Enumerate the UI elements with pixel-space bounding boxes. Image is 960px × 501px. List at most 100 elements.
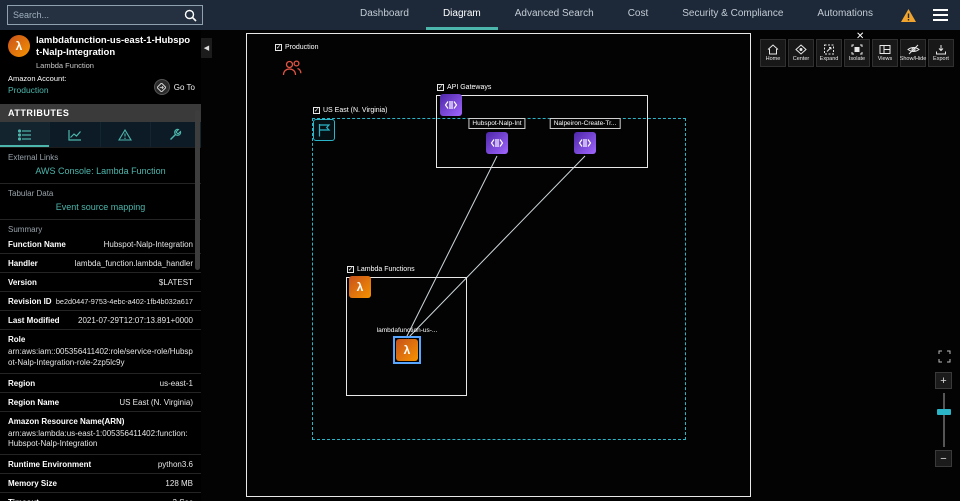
attribute-row: Runtime Environment python3.6 (0, 455, 201, 474)
diagram-canvas[interactable]: ✓ Production ✓ US East (N. Virginia) ✓ A… (201, 30, 960, 501)
api-node-label[interactable]: Hubspot-Nalp-Int (468, 118, 525, 129)
show-hide-button[interactable]: Show/Hide (900, 39, 926, 67)
api-node-nalpeiron-create[interactable] (574, 132, 596, 154)
nav-cost[interactable]: Cost (611, 0, 666, 30)
home-button[interactable]: Home (760, 39, 786, 67)
attributes-header: ATTRIBUTES (0, 104, 201, 122)
go-to-button[interactable]: Go To (154, 79, 195, 95)
show-hide-label: Show/Hide (900, 56, 927, 62)
api-node-label[interactable]: Nalpeiron-Create-Tr... (550, 118, 621, 129)
row-label: Region Name (8, 398, 59, 407)
row-value: 128 MB (165, 479, 193, 488)
lambda-functions-checkbox[interactable]: ✓ (347, 266, 354, 273)
export-button[interactable]: Export (928, 39, 954, 67)
search-input[interactable] (13, 10, 184, 20)
group-label-text[interactable]: Production (285, 44, 318, 51)
attribute-row: Region Name US East (N. Virginia) (0, 393, 201, 412)
search-icon[interactable] (184, 9, 197, 22)
row-value: Hubspot-Nalp-Integration (104, 240, 193, 249)
attribute-row: Handler lambda_function.lambda_handler (0, 254, 201, 273)
isolate-button[interactable]: Isolate (844, 39, 870, 67)
nav-advanced-search[interactable]: Advanced Search (498, 0, 611, 30)
attribute-row: Memory Size 128 MB (0, 474, 201, 493)
tab-tools-wrench[interactable] (151, 122, 201, 147)
sidebar-header: λ lambdafunction-us-east-1-Hubspot-Nalp-… (0, 30, 201, 104)
api-gateway-group-icon[interactable] (440, 94, 462, 116)
group-label-text[interactable]: Lambda Functions (357, 266, 415, 273)
resource-type-label: Lambda Function (36, 61, 193, 70)
row-label: Runtime Environment (8, 460, 91, 469)
api-node-hubspot-nalp-int[interactable] (486, 132, 508, 154)
region-checkbox[interactable]: ✓ (313, 107, 320, 114)
external-links-label: External Links (0, 148, 201, 163)
summary-label: Summary (0, 220, 201, 235)
tab-summary-list[interactable] (0, 122, 50, 147)
row-value: arn:aws:iam::005356411402:role/service-r… (8, 347, 193, 369)
center-label: Center (793, 56, 810, 62)
attribute-row: Function Name Hubspot-Nalp-Integration (0, 235, 201, 254)
go-to-icon (154, 79, 170, 95)
row-label: Function Name (8, 240, 66, 249)
hamburger-menu-icon[interactable] (927, 0, 960, 30)
center-button[interactable]: Center (788, 39, 814, 67)
expand-button[interactable]: Expand (816, 39, 842, 67)
views-label: Views (878, 56, 893, 62)
nav-automations[interactable]: Automations (800, 0, 890, 30)
row-value: us-east-1 (160, 379, 193, 388)
details-sidebar: λ lambdafunction-us-east-1-Hubspot-Nalp-… (0, 30, 201, 501)
lambda-node-selected[interactable]: λ (396, 339, 418, 361)
row-label: Handler (8, 259, 38, 268)
top-bar: Dashboard Diagram Advanced Search Cost S… (0, 0, 960, 30)
zoom-fit-icon[interactable] (936, 348, 952, 364)
row-value: be2d0447-9753-4ebc-a402-1fb4b032a617 (56, 297, 193, 306)
zoom-out-button[interactable]: − (935, 450, 952, 467)
row-label: Version (8, 278, 37, 287)
attribute-row: Regionus-east-1 (0, 374, 201, 393)
api-gateways-checkbox[interactable]: ✓ (437, 84, 444, 91)
isolate-label: Isolate (849, 56, 865, 62)
alerts-warning-icon[interactable] (890, 0, 927, 30)
tab-alerts-warning[interactable] (101, 122, 151, 147)
nav-security-compliance[interactable]: Security & Compliance (665, 0, 800, 30)
sidebar-collapse-button[interactable]: ◀ (201, 38, 212, 58)
nav-dashboard[interactable]: Dashboard (343, 0, 426, 30)
search-box[interactable] (7, 5, 203, 25)
api-gateways-group-label: ✓ API Gateways (437, 84, 491, 91)
export-label: Export (933, 56, 949, 62)
attribute-tabs (0, 122, 201, 148)
aws-console-link[interactable]: AWS Console: Lambda Function (0, 163, 201, 184)
lambda-node-label[interactable]: lambdafunction-us-... (373, 325, 442, 336)
row-value: arn:aws:lambda:us-east-1:005356411402:fu… (8, 429, 193, 451)
attribute-row: Version $LATEST (0, 273, 201, 292)
row-label: Last Modified (8, 316, 60, 325)
api-gateways-group-border (436, 95, 648, 168)
group-label-text[interactable]: US East (N. Virginia) (323, 107, 387, 114)
tab-metrics-chart[interactable] (50, 122, 100, 147)
row-value: 2021-07-29T12:07:13.891+0000 (78, 316, 193, 325)
production-group-label: ✓ Production (275, 44, 318, 51)
lambda-service-icon: λ (8, 35, 30, 57)
views-button[interactable]: Views (872, 39, 898, 67)
row-value: python3.6 (158, 460, 193, 469)
zoom-slider-thumb[interactable] (937, 409, 951, 415)
region-label: ✓ US East (N. Virginia) (313, 107, 387, 114)
event-source-mapping-link[interactable]: Event source mapping (0, 199, 201, 220)
group-label-text[interactable]: API Gateways (447, 84, 491, 91)
sidebar-scrollbar[interactable] (195, 110, 200, 270)
row-label: Role (8, 335, 25, 344)
nav-diagram[interactable]: Diagram (426, 0, 498, 30)
region-flag-icon[interactable] (313, 119, 335, 141)
row-value: $LATEST (159, 278, 193, 287)
account-users-icon[interactable] (281, 57, 303, 79)
row-value: US East (N. Virginia) (119, 398, 193, 407)
row-label: Amazon Resource Name(ARN) (8, 417, 124, 426)
expand-label: Expand (820, 56, 839, 62)
lambda-group-icon[interactable]: λ (349, 276, 371, 298)
resource-title: lambdafunction-us-east-1-Hubspot-Nalp-In… (36, 35, 192, 59)
production-checkbox[interactable]: ✓ (275, 44, 282, 51)
attribute-row: Amazon Resource Name(ARN) arn:aws:lambda:… (0, 412, 201, 456)
zoom-in-button[interactable]: + (935, 372, 952, 389)
row-label: Memory Size (8, 479, 57, 488)
row-value: lambda_function.lambda_handler (75, 259, 193, 268)
zoom-slider-track[interactable] (943, 393, 945, 447)
